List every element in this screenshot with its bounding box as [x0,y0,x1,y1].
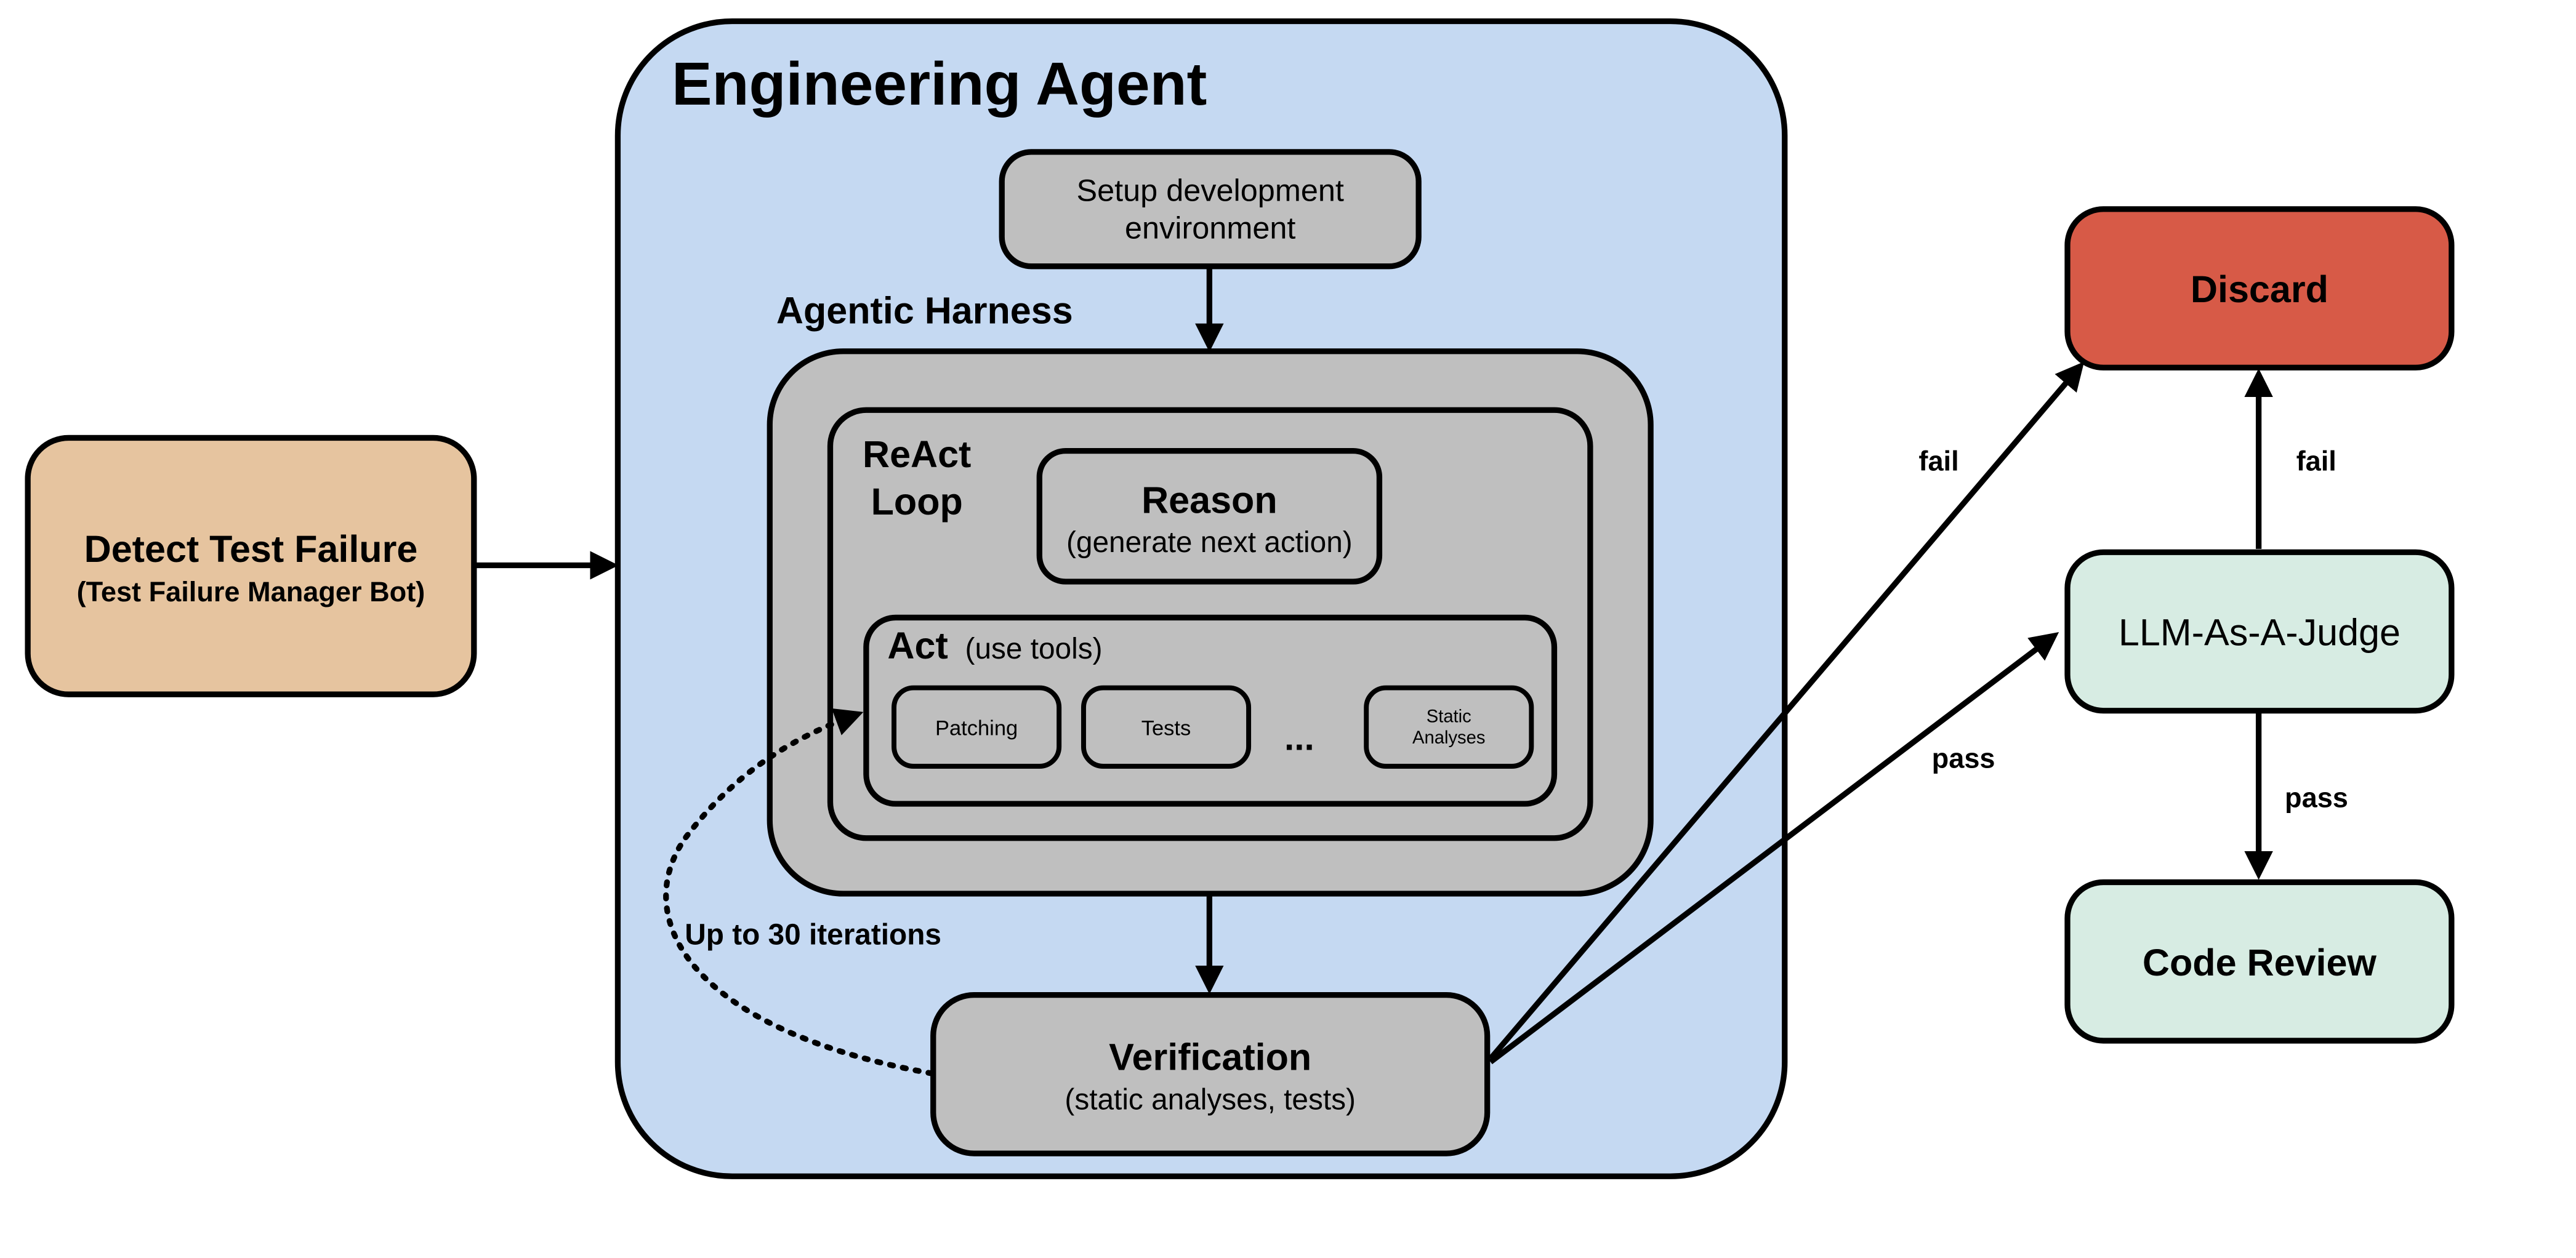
discard-box [2064,206,2455,371]
act-heading: Act (use tools) [887,625,1102,667]
fail-to-discard-label: fail [1918,446,1958,477]
iterations-label: Up to 30 iterations [685,918,941,951]
setup-environment-line1: Setup development [1076,173,1344,208]
tool-patching-box [892,685,1062,769]
code-review-box [2064,879,2455,1044]
tool-static-analyses-box [1364,685,1534,769]
judge-fail-label: fail [2296,446,2337,477]
setup-environment-box [999,149,1422,270]
verification-subtitle: (static analyses, tests) [1065,1083,1356,1116]
pass-to-judge-label: pass [1932,743,1995,774]
llm-judge-label: LLM-As-A-Judge [2119,612,2401,654]
detect-test-failure-title: Detect Test Failure [84,528,418,570]
act-subtitle: (use tools) [965,633,1103,665]
reason-title: Reason [1141,479,1278,521]
react-loop-label-line2: Loop [871,481,963,523]
setup-environment-line2: environment [1125,210,1295,246]
iteration-loop-arrow [663,708,935,1076]
engineering-agent-title: Engineering Agent [672,50,1207,118]
reason-subtitle: (generate next action) [1066,526,1353,559]
act-title: Act [887,625,948,667]
react-loop-label-line1: ReAct [863,433,971,475]
arrow-verification-to-judge [1489,632,2059,1065]
detect-test-failure-subtitle: (Test Failure Manager Bot) [77,576,425,607]
agentic-harness-label: Agentic Harness [776,290,1073,332]
discard-label: Discard [2191,268,2328,310]
tool-ellipsis: ... [1284,718,1314,758]
tool-tests-label: Tests [1141,717,1191,740]
tool-static-analyses-line2: Analyses [1412,728,1485,748]
judge-pass-label: pass [2285,782,2348,813]
reason-box [1036,448,1383,585]
tool-patching-label: Patching [935,717,1018,740]
tool-tests-box [1081,685,1252,769]
arrow-verification-to-discard [1488,361,2085,1061]
tool-static-analyses-line1: Static [1427,707,1471,726]
verification-title: Verification [1109,1036,1311,1078]
code-review-label: Code Review [2143,942,2377,984]
